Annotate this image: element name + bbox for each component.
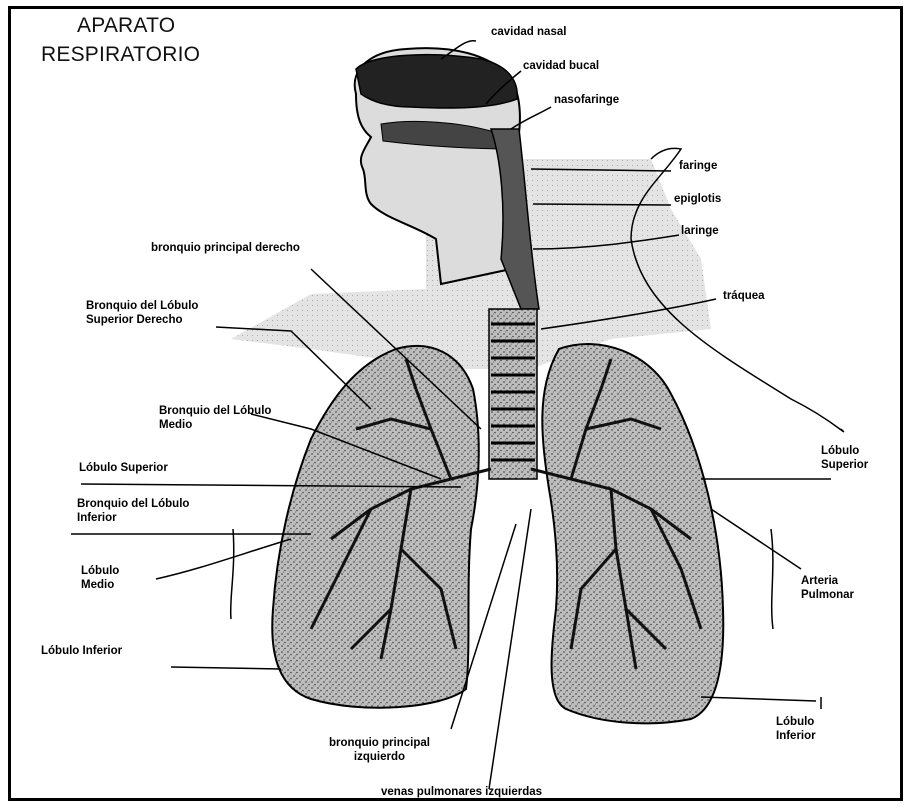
title-line-2: RESPIRATORIO	[41, 43, 200, 67]
label-line: bronquio principal	[329, 736, 430, 750]
label-line: Inferior	[776, 729, 816, 743]
trachea	[489, 309, 537, 479]
label-bronquio-lobulo-superior-derecho: Bronquio del Lóbulo Superior Derecho	[86, 299, 198, 328]
label-line: Inferior	[77, 511, 189, 525]
label-arteria-pulmonar: Arteria Pulmonar	[801, 574, 854, 603]
label-laringe: laringe	[681, 224, 719, 238]
label-line: Superior	[821, 458, 868, 472]
label-bronquio-principal-derecho: bronquio principal derecho	[151, 241, 300, 255]
label-line: Pulmonar	[801, 588, 854, 602]
label-epiglotis: epiglotis	[674, 192, 721, 206]
title-line-1: APARATO	[77, 14, 175, 38]
label-lobulo-inferior-izq: Lóbulo Inferior	[41, 644, 122, 658]
label-cavidad-bucal: cavidad bucal	[523, 59, 599, 73]
label-line: Lóbulo	[776, 715, 816, 729]
label-line: Medio	[159, 418, 271, 432]
label-line: Medio	[81, 578, 119, 592]
label-bronquio-lobulo-inferior: Bronquio del Lóbulo Inferior	[77, 497, 189, 526]
label-faringe: faringe	[679, 159, 717, 173]
label-nasofaringe: nasofaringe	[554, 93, 619, 107]
label-bronquio-lobulo-medio: Bronquio del Lóbulo Medio	[159, 404, 271, 433]
left-lung	[542, 344, 723, 723]
label-line: Bronquio del Lóbulo	[86, 299, 198, 313]
nasal-cavity	[356, 55, 517, 108]
figure-frame: APARATO RESPIRATORIO cavidad nasal cavid…	[8, 6, 903, 801]
label-bronquio-principal-izquierdo: bronquio principal izquierdo	[329, 736, 430, 765]
label-line: Arteria	[801, 574, 854, 588]
label-lobulo-inferior-der: Lóbulo Inferior	[776, 715, 816, 744]
label-line: Bronquio del Lóbulo	[77, 497, 189, 511]
right-lung	[272, 346, 479, 708]
label-lobulo-medio: Lóbulo Medio	[81, 564, 119, 593]
label-line: izquierdo	[329, 750, 430, 764]
label-lobulo-superior-der: Lóbulo Superior	[821, 444, 868, 473]
label-lobulo-superior-izq: Lóbulo Superior	[79, 461, 168, 475]
label-traquea: tráquea	[723, 289, 765, 303]
label-cavidad-nasal: cavidad nasal	[491, 25, 566, 39]
respiratory-illustration	[11, 9, 903, 801]
label-line: Bronquio del Lóbulo	[159, 404, 271, 418]
label-line: Superior Derecho	[86, 313, 198, 327]
label-line: Lóbulo	[821, 444, 868, 458]
label-line: Lóbulo	[81, 564, 119, 578]
label-venas-pulmonares-izquierdas: venas pulmonares izquierdas	[381, 785, 542, 799]
